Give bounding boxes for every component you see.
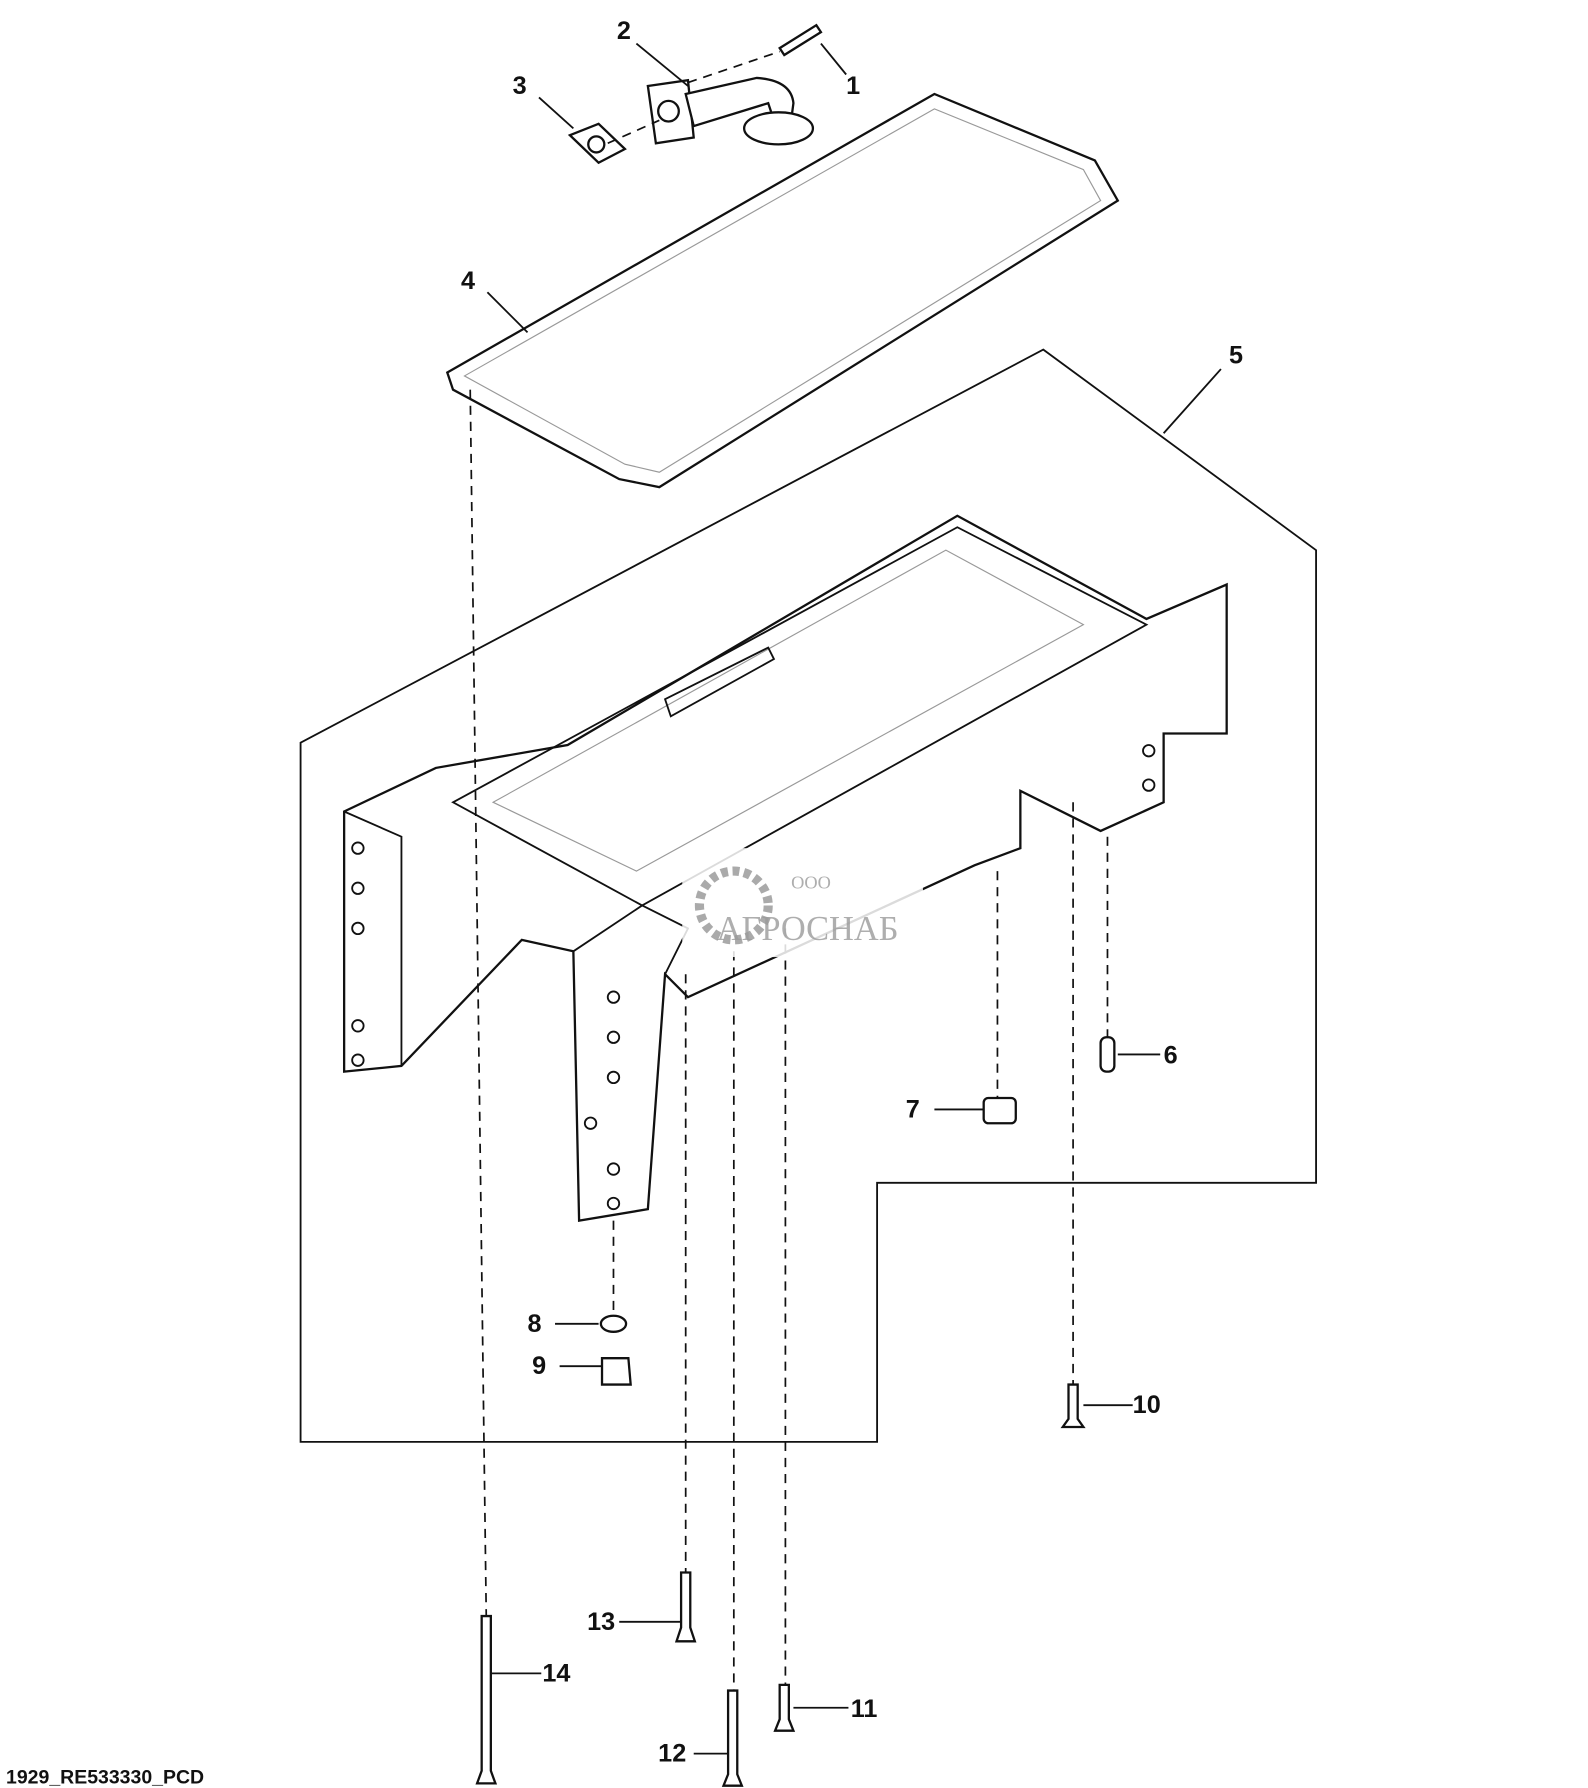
callout-8: 8 xyxy=(528,1310,542,1338)
callout-10: 10 xyxy=(1133,1391,1161,1419)
bolt-12 xyxy=(721,1689,744,1787)
bolt-13 xyxy=(674,1571,697,1643)
callout-9: 9 xyxy=(532,1352,546,1380)
pickup-gasket xyxy=(567,122,627,165)
drain-plug xyxy=(600,1357,632,1386)
oil-pickup-tube xyxy=(646,76,815,146)
bolt-14 xyxy=(475,1614,498,1785)
bolt-holes xyxy=(351,744,1156,1211)
leader-lines xyxy=(486,42,1222,1755)
bolt-1 xyxy=(778,23,823,57)
callout-3: 3 xyxy=(513,72,527,100)
o-ring xyxy=(599,1314,628,1333)
callout-2: 2 xyxy=(617,17,631,45)
callout-12: 12 xyxy=(658,1740,686,1768)
dowel-pin xyxy=(1099,1036,1116,1073)
oil-pan-gasket xyxy=(445,92,1120,489)
sleeve xyxy=(982,1096,1017,1125)
callout-5: 5 xyxy=(1229,341,1243,369)
callout-1: 1 xyxy=(846,72,860,100)
callout-13: 13 xyxy=(587,1608,615,1636)
callout-6: 6 xyxy=(1164,1042,1178,1070)
callout-4: 4 xyxy=(461,267,475,295)
bolt-11 xyxy=(773,1683,796,1732)
watermark-prefix: ООО xyxy=(791,872,831,892)
callout-11: 11 xyxy=(851,1695,878,1723)
callout-7: 7 xyxy=(906,1096,920,1124)
bolt-10 xyxy=(1060,1383,1086,1429)
assembly-boundary xyxy=(299,348,1317,1443)
watermark-name: АГРОСНАБ xyxy=(717,910,899,948)
drawing-code: 1929_RE533330_PCD xyxy=(6,1766,204,1788)
watermark-logo: ООО АГРОСНАБ xyxy=(682,848,923,958)
callout-14: 14 xyxy=(542,1659,570,1687)
